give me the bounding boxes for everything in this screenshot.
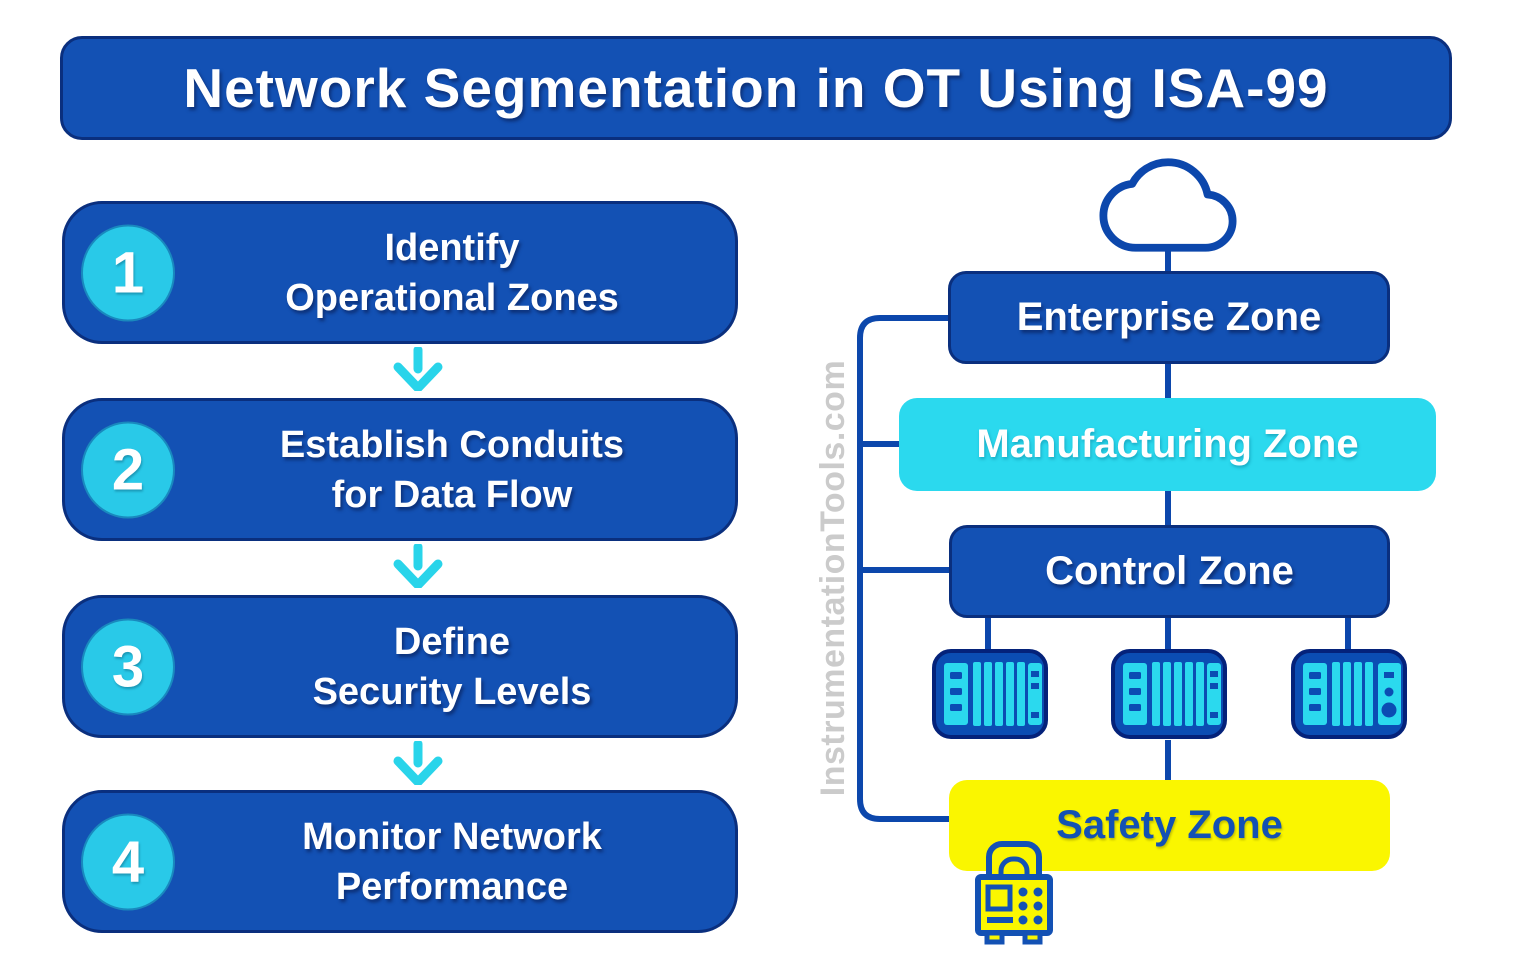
zone-manufacturing: Manufacturing Zone: [899, 398, 1436, 491]
zone-enterprise-label: Enterprise Zone: [1016, 295, 1322, 339]
step-2-label: Establish Conduits for Data Flow: [279, 423, 625, 516]
step-4-label: Monitor Network Performance: [302, 815, 602, 908]
plc-device-icon: [1291, 649, 1407, 739]
zone-safety-label: Safety Zone: [1056, 803, 1283, 847]
down-arrow-icon: [393, 544, 443, 588]
step-4-number-badge: 4: [81, 813, 175, 910]
title-bar: Network Segmentation in OT Using ISA-99: [60, 36, 1452, 140]
zone-manufacturing-label: Manufacturing Zone: [976, 422, 1359, 466]
safety-controller-icon: [975, 841, 1053, 945]
zone-control-label: Control Zone: [1045, 549, 1294, 593]
plc-device-icon: [932, 649, 1048, 739]
zone-enterprise: Enterprise Zone: [948, 271, 1390, 364]
step-1-number-badge: 1: [81, 224, 175, 321]
step-4-number: 4: [111, 829, 145, 894]
cloud-icon: [1099, 158, 1237, 252]
plc-device-icon: [1111, 649, 1227, 739]
step-2-number: 2: [111, 437, 145, 502]
down-arrow-icon: [393, 347, 443, 391]
step-1-number: 1: [111, 240, 145, 305]
step-3-label: Define Security Levels: [312, 620, 592, 713]
step-1-label: Identify Operational Zones: [285, 226, 619, 319]
step-3-box: 3 Define Security Levels: [62, 595, 738, 738]
page-title: Network Segmentation in OT Using ISA-99: [183, 57, 1329, 119]
zone-control: Control Zone: [949, 525, 1390, 618]
step-4-box: 4 Monitor Network Performance: [62, 790, 738, 933]
step-1-box: 1 Identify Operational Zones: [62, 201, 738, 344]
step-2-box: 2 Establish Conduits for Data Flow: [62, 398, 738, 541]
down-arrow-icon: [393, 741, 443, 785]
step-3-number-badge: 3: [81, 618, 175, 715]
step-3-number: 3: [111, 634, 145, 699]
step-2-number-badge: 2: [81, 421, 175, 518]
